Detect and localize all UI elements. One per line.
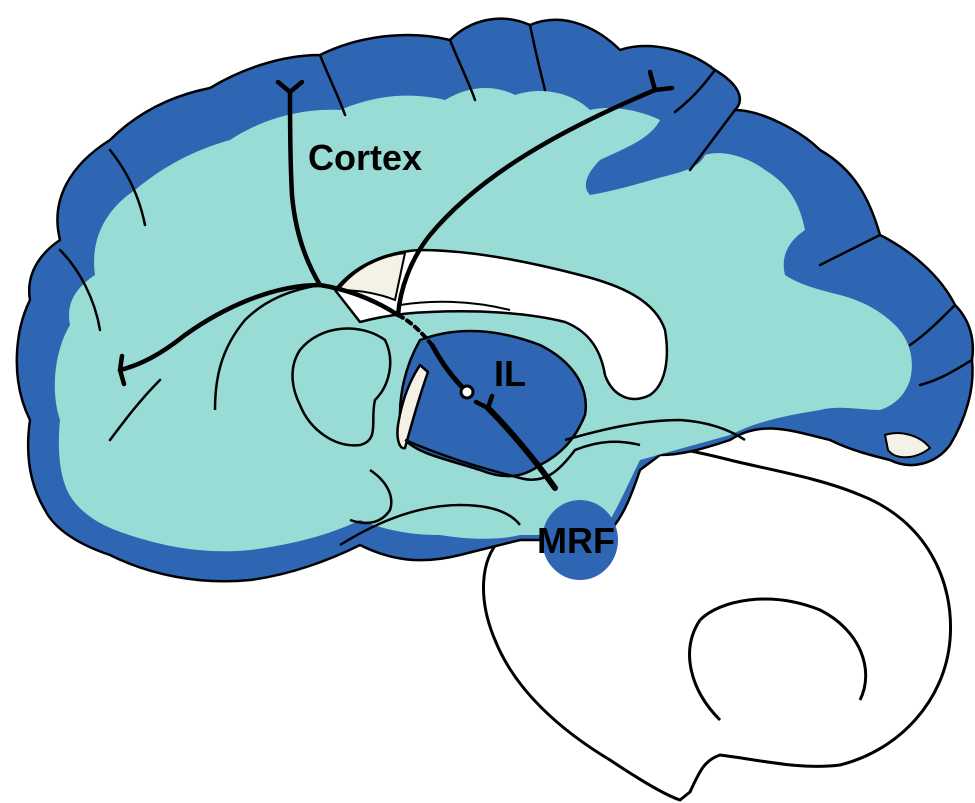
open-circle-icon [461, 386, 473, 398]
label-cortex: Cortex [308, 137, 422, 178]
label-mrf: MRF [537, 520, 615, 561]
label-il: IL [494, 353, 526, 394]
